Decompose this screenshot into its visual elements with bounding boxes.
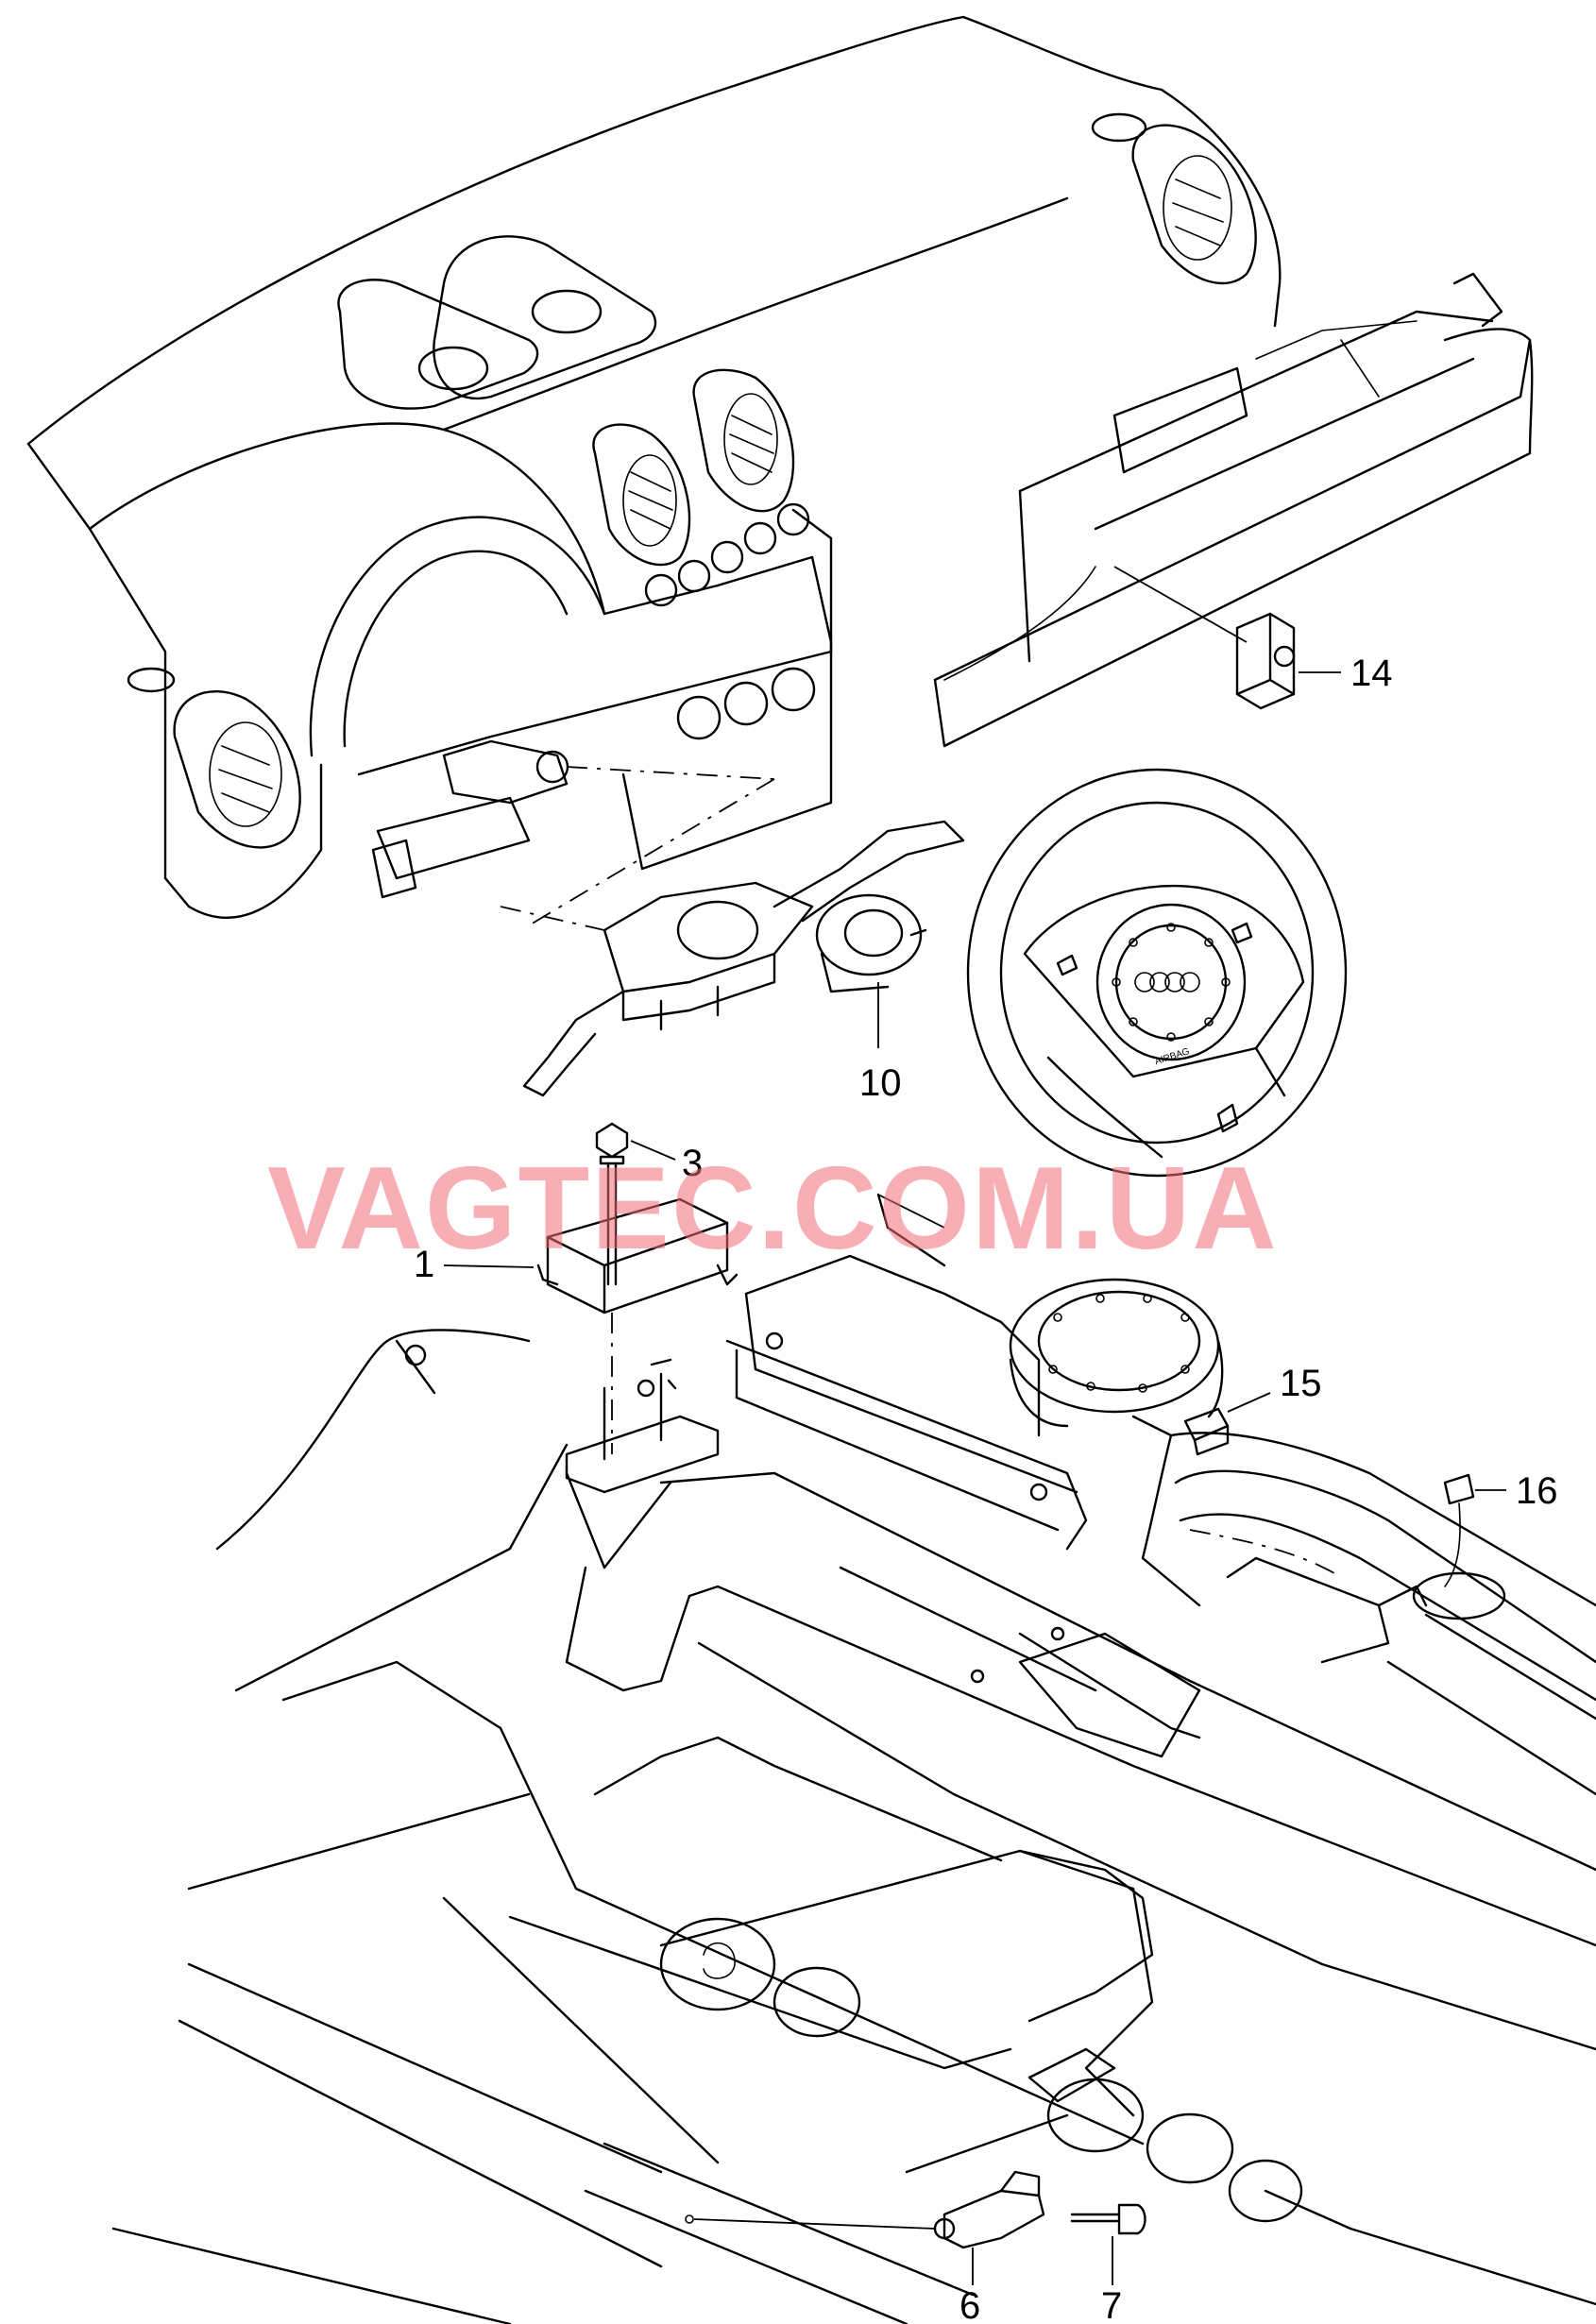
left-outer-vent (127, 667, 301, 849)
audi-rings-logo (1134, 972, 1200, 992)
part-6-crash-sensor: 6 (685, 2170, 1045, 2324)
dashboard-panel (26, 15, 1282, 926)
part-7-screw: 7 (1070, 2203, 1146, 2324)
callout-10: 10 (859, 1062, 902, 1104)
callout-7: 7 (1101, 2285, 1122, 2324)
steering-wheel: AIRBAG (966, 768, 1348, 1178)
center-vent-right (692, 368, 795, 513)
rear-console (725, 1193, 1596, 1796)
watermark: VAGTEC.COM.UA (267, 1144, 1279, 1274)
callout-14: 14 (1350, 653, 1393, 694)
part-14-switch: 14 (1113, 566, 1393, 710)
callout-16: 16 (1516, 1470, 1558, 1512)
right-outer-vent (1091, 112, 1257, 285)
part-10-clock-spring: 10 (815, 893, 927, 1104)
center-vent-left (592, 423, 691, 567)
part-1-control-unit: 1 (414, 1197, 739, 1494)
passenger-airbag-module (933, 272, 1534, 748)
part-16-connector: 16 (1443, 1470, 1558, 1587)
callout-3: 3 (682, 1143, 703, 1184)
part-15-connector: 15 (1183, 1363, 1322, 1456)
floor-pan (111, 1329, 1596, 2324)
combination-switch (500, 820, 965, 1097)
callout-15: 15 (1280, 1363, 1322, 1404)
callout-1: 1 (414, 1244, 434, 1285)
callout-6: 6 (959, 2285, 980, 2324)
